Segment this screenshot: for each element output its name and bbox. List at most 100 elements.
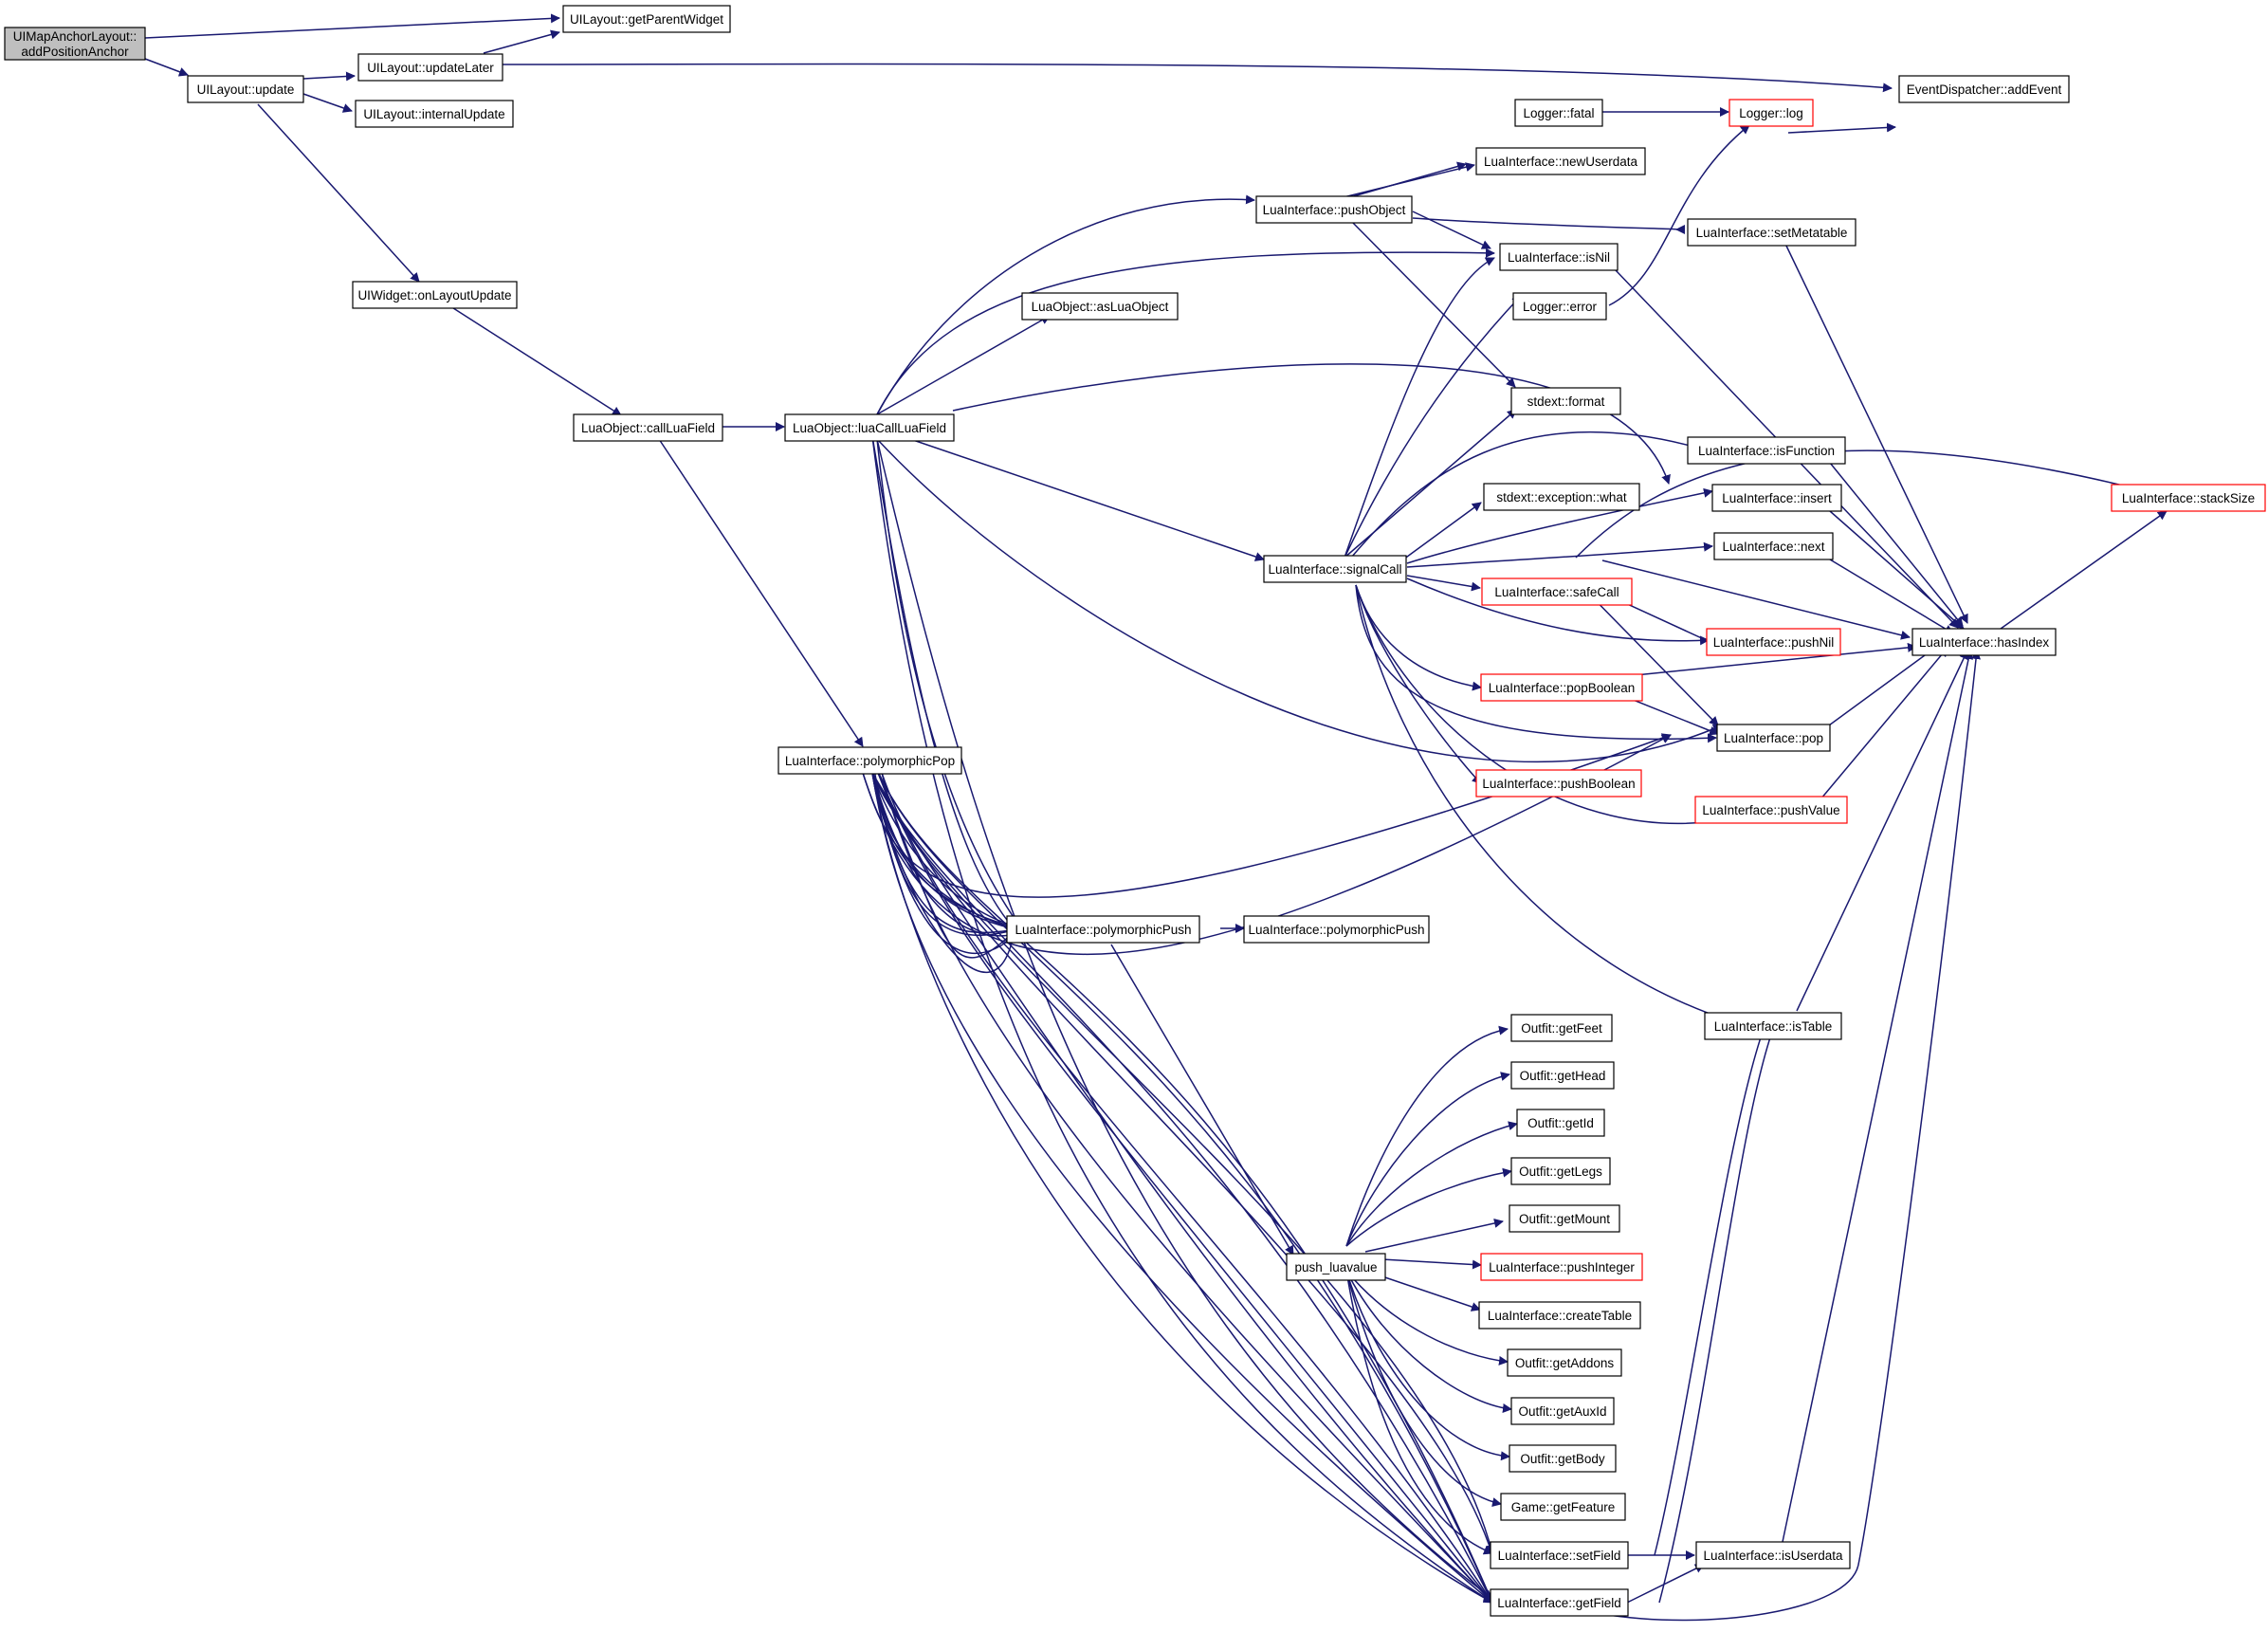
node-label: LuaInterface::isFunction (1698, 444, 1835, 458)
edge (1355, 584, 1736, 824)
node-polymorphicPush2[interactable]: LuaInterface::polymorphicPush (1243, 915, 1430, 944)
edge (257, 103, 420, 283)
node-getMount[interactable]: Outfit::getMount (1509, 1204, 1620, 1233)
node-label: LuaInterface::polymorphicPush (1015, 923, 1191, 937)
node-getAuxId[interactable]: Outfit::getAuxId (1510, 1397, 1615, 1425)
node-label: Outfit::getHead (1520, 1069, 1606, 1083)
edge (871, 758, 1493, 1604)
edge (1345, 1270, 1502, 1507)
node-exceptionWhat[interactable]: stdext::exception::what (1483, 483, 1640, 511)
edge (302, 71, 356, 82)
node-pushNil[interactable]: LuaInterface::pushNil (1706, 628, 1841, 656)
node-getId[interactable]: Outfit::getId (1516, 1109, 1605, 1137)
node-signalCall[interactable]: LuaInterface::signalCall (1263, 555, 1407, 583)
node-luaCallLuaField[interactable]: LuaObject::luaCallLuaField (784, 413, 955, 442)
node-box (1694, 796, 1848, 824)
node-getFeature[interactable]: Game::getFeature (1500, 1493, 1626, 1521)
node-isTable[interactable]: LuaInterface::isTable (1704, 1012, 1842, 1040)
node-asLuaObject[interactable]: LuaObject::asLuaObject (1021, 292, 1179, 321)
edge (1345, 1270, 1493, 1555)
node-pushValue[interactable]: LuaInterface::pushValue (1694, 796, 1848, 824)
edge (871, 772, 1493, 1604)
node-label: Outfit::getBody (1520, 1452, 1605, 1466)
edge (1406, 578, 1710, 646)
node-hasIndex[interactable]: LuaInterface::hasIndex (1911, 628, 2057, 656)
node-pop[interactable]: LuaInterface::pop (1716, 724, 1831, 752)
node-stdextFormat[interactable]: stdext::format (1510, 387, 1621, 415)
node-label: LuaInterface::hasIndex (1919, 635, 2050, 650)
node-box (1480, 673, 1643, 702)
node-label: LuaObject::callLuaField (581, 421, 715, 435)
node-box (1687, 436, 1846, 465)
node-pushObject[interactable]: LuaInterface::pushObject (1255, 195, 1413, 224)
node-callLuaField[interactable]: LuaObject::callLuaField (573, 413, 723, 442)
node-loggerError[interactable]: Logger::error (1512, 292, 1607, 321)
edge (871, 435, 1493, 1604)
node-label: Logger::fatal (1523, 106, 1594, 120)
node-polymorphicPush1[interactable]: LuaInterface::polymorphicPush (1006, 915, 1200, 944)
node-getHead[interactable]: Outfit::getHead (1510, 1061, 1615, 1090)
edge (871, 772, 1017, 936)
node-box (1499, 243, 1619, 271)
node-isUserdata[interactable]: LuaInterface::isUserdata (1695, 1541, 1851, 1569)
node-label: LuaInterface::pushValue (1702, 803, 1839, 817)
node-getParentWidget[interactable]: UILayout::getParentWidget (562, 5, 731, 33)
node-getLegs[interactable]: Outfit::getLegs (1510, 1157, 1611, 1185)
node-insert[interactable]: LuaInterface::insert (1711, 484, 1842, 512)
node-label: LuaInterface::next (1722, 540, 1824, 554)
node-label: Outfit::getAddons (1515, 1356, 1615, 1370)
edge (1345, 1072, 1510, 1247)
edge (1829, 559, 1954, 634)
edge (862, 734, 1672, 956)
edge (1345, 1270, 1510, 1461)
node-loggerFatal[interactable]: Logger::fatal (1514, 99, 1603, 127)
node-createTable[interactable]: LuaInterface::createTable (1478, 1301, 1641, 1329)
edge (1345, 1121, 1518, 1247)
node-polymorphicPop[interactable]: LuaInterface::polymorphicPop (777, 746, 962, 775)
edge (1364, 1219, 1504, 1253)
node-box (1475, 147, 1646, 175)
node-box (1510, 1014, 1613, 1042)
node-isFunction[interactable]: LuaInterface::isFunction (1687, 436, 1846, 465)
node-box (1263, 555, 1407, 583)
node-next[interactable]: LuaInterface::next (1713, 532, 1834, 560)
node-pushBoolean[interactable]: LuaInterface::pushBoolean (1475, 769, 1642, 798)
node-label: LuaInterface::safeCall (1494, 585, 1619, 599)
node-push_luavalue[interactable]: push_luavalue (1286, 1253, 1386, 1281)
node-getField[interactable]: LuaInterface::getField (1490, 1588, 1629, 1617)
node-label: LuaInterface::createTable (1488, 1309, 1632, 1323)
node-newUserdata[interactable]: LuaInterface::newUserdata (1475, 147, 1646, 175)
node-stackSize[interactable]: LuaInterface::stackSize (2111, 484, 2266, 512)
node-box (1509, 1444, 1617, 1473)
edge (1782, 650, 1974, 1543)
node-box (1713, 532, 1834, 560)
node-box (355, 100, 514, 128)
node-setMetatable[interactable]: LuaInterface::setMetatable (1687, 218, 1856, 247)
node-label: LuaInterface::polymorphicPush (1248, 923, 1424, 937)
node-setField[interactable]: LuaInterface::setField (1490, 1541, 1629, 1569)
node-root[interactable]: UIMapAnchorLayout::addPositionAnchor (4, 27, 146, 61)
node-getAddons[interactable]: Outfit::getAddons (1507, 1348, 1622, 1377)
edge (1412, 211, 1491, 249)
node-label: addPositionAnchor (21, 45, 129, 59)
node-label: LuaInterface::pop (1724, 731, 1823, 745)
node-label: LuaInterface::pushInteger (1489, 1260, 1635, 1274)
node-label: UIMapAnchorLayout:: (13, 29, 137, 44)
node-safeCall[interactable]: LuaInterface::safeCall (1481, 578, 1633, 606)
node-updateLater[interactable]: UILayout::updateLater (357, 53, 503, 82)
node-box (1911, 628, 2057, 656)
node-addEvent[interactable]: EventDispatcher::addEvent (1898, 75, 2070, 103)
node-onLayoutUpdate[interactable]: UIWidget::onLayoutUpdate (352, 281, 518, 309)
node-box (1704, 1012, 1842, 1040)
node-internalUpdate[interactable]: UILayout::internalUpdate (355, 100, 514, 128)
node-getFeet[interactable]: Outfit::getFeet (1510, 1014, 1613, 1042)
node-loggerLog[interactable]: Logger::log (1728, 99, 1814, 127)
edge (952, 363, 1671, 485)
edge (502, 63, 1893, 93)
node-getBody[interactable]: Outfit::getBody (1509, 1444, 1617, 1473)
node-box (1478, 1301, 1641, 1329)
node-isNil[interactable]: LuaInterface::isNil (1499, 243, 1619, 271)
node-pushInteger[interactable]: LuaInterface::pushInteger (1480, 1253, 1643, 1281)
node-popBoolean[interactable]: LuaInterface::popBoolean (1480, 673, 1643, 702)
node-update[interactable]: UILayout::update (187, 75, 304, 103)
